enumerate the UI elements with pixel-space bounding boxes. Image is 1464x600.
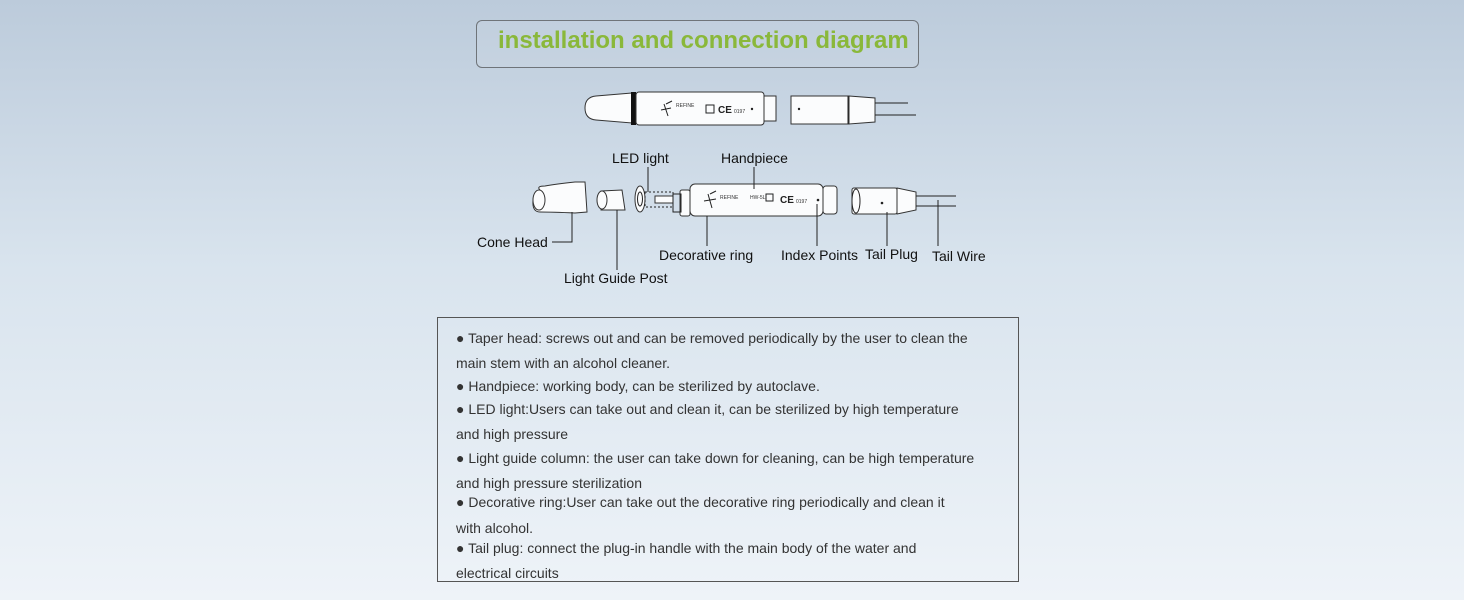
assembled-tip [584, 92, 633, 124]
assembled-tail-dot [797, 107, 801, 111]
title-box: installation and connection diagram [476, 20, 919, 68]
label-led-light: LED light [612, 150, 669, 166]
tail-plug-end [896, 187, 917, 215]
assembled-handpiece: REFINE CE 0197 [584, 91, 916, 126]
leader-lines [552, 167, 939, 270]
assembled-icon-box [705, 104, 715, 114]
handpiece-ce-number: 0197 [796, 199, 807, 205]
note-line: main stem with an alcohol cleaner. [456, 355, 670, 371]
note-line: ● Handpiece: working body, can be steril… [456, 378, 820, 394]
note-line: and high pressure [456, 426, 569, 442]
note-line: with alcohol. [456, 520, 534, 536]
handpiece-model: HW-5L [750, 195, 766, 201]
diagram: REFINE CE 0197 REFINE HW-5L [477, 91, 986, 286]
label-index-points: Index Points [781, 247, 858, 263]
exploded-view: REFINE HW-5L CE 0197 [532, 181, 956, 217]
handpiece-ce-mark: CE [780, 195, 794, 206]
assembled-ring [631, 92, 636, 125]
note-line: and high pressure sterilization [456, 475, 642, 491]
handpiece-icon-box [765, 193, 774, 202]
notes-box: ● Taper head: screws out and can be remo… [437, 317, 1019, 582]
handpiece-brand: REFINE [720, 195, 739, 201]
diagram-title: installation and connection diagram [498, 27, 909, 54]
label-light-guide-post: Light Guide Post [564, 270, 668, 286]
assembled-ce-number: 0197 [734, 109, 745, 115]
note-line: electrical circuits [456, 565, 559, 581]
assembled-ce-mark: CE [718, 105, 732, 116]
cone-head-opening [532, 189, 546, 211]
led-light-guide [644, 191, 674, 208]
label-cone-head: Cone Head [477, 234, 548, 250]
tail-plug-dot [880, 201, 884, 205]
note-line: ● Decorative ring:User can take out the … [456, 494, 945, 510]
led-light-part [634, 185, 646, 213]
note-line: ● Light guide column: the user can take … [456, 450, 975, 466]
note-line: ● LED light:Users can take out and clean… [456, 401, 959, 417]
handpiece-collar [822, 185, 838, 215]
note-line: ● Tail plug: connect the plug-in handle … [456, 540, 917, 556]
assembled-collar [763, 95, 777, 122]
label-tail-plug: Tail Plug [865, 246, 918, 262]
label-decorative-ring: Decorative ring [659, 247, 753, 263]
assembled-tail-plug [790, 95, 850, 125]
assembled-index-point [750, 107, 754, 111]
assembled-brand: REFINE [676, 103, 695, 109]
label-tail-wire: Tail Wire [932, 248, 986, 264]
label-handpiece: Handpiece [721, 150, 788, 166]
assembled-tail-end [848, 95, 876, 125]
handpiece-index-point [816, 198, 820, 202]
light-guide-post-opening [596, 190, 608, 210]
brand-logo-icon [660, 100, 673, 117]
handpiece-logo-icon [703, 190, 717, 209]
note-line: ● Taper head: screws out and can be remo… [456, 330, 968, 346]
